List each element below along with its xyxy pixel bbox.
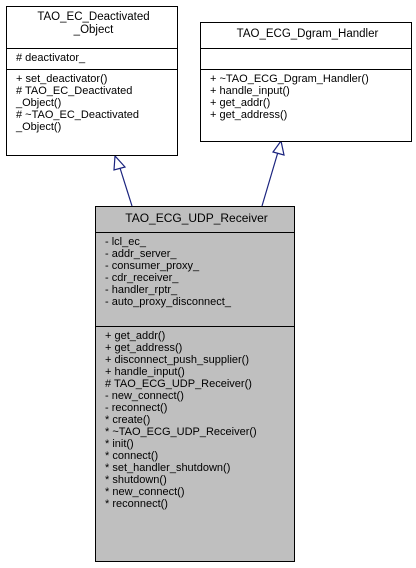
class-name-compartment: TAO_ECG_Dgram_Handler [201, 23, 411, 49]
attribute-item: - auto_proxy_disconnect_ [105, 296, 231, 308]
class-title-line-2: _Object [73, 24, 114, 36]
class-title: TAO_ECG_Dgram_Handler [236, 28, 379, 40]
method-item: - new_connect() [105, 390, 184, 402]
methods-compartment: + get_addr() + get_address() + disconnec… [96, 327, 294, 513]
method-item: + ~TAO_ECG_Dgram_Handler() [210, 73, 369, 85]
method-item: * set_handler_shutdown() [105, 462, 231, 474]
attributes-compartment [201, 49, 411, 70]
class-title-line-1: TAO_EC_Deactivated [37, 11, 150, 23]
attributes-compartment: # deactivator_ [7, 49, 177, 70]
method-item: * create() [105, 414, 151, 426]
method-item: _Object() [16, 121, 62, 133]
method-item: + disconnect_push_supplier() [105, 354, 250, 366]
method-item: + handle_input() [210, 85, 290, 97]
attribute-item: # deactivator_ [16, 52, 86, 64]
method-item: * new_connect() [105, 486, 185, 498]
method-item: * ~TAO_ECG_UDP_Receiver() [105, 426, 257, 438]
method-item: + set_deactivator() [16, 73, 108, 85]
method-item: - reconnect() [105, 402, 168, 414]
methods-compartment: + set_deactivator() # TAO_EC_Deactivated… [7, 70, 177, 136]
method-item: * init() [105, 438, 134, 450]
method-item: * connect() [105, 450, 159, 462]
method-item: * reconnect() [105, 498, 168, 510]
attribute-item: - consumer_proxy_ [105, 260, 200, 272]
method-item: # TAO_EC_Deactivated [16, 85, 133, 97]
inheritance-arrow-left [113, 154, 127, 171]
attribute-item: - cdr_receiver_ [105, 272, 179, 284]
attributes-compartment: - lcl_ec_ - addr_server_ - consumer_prox… [96, 233, 294, 327]
class-name-compartment: TAO_EC_Deactivated _Object [7, 7, 177, 49]
class-box-tao-ec-deactivated-object: TAO_EC_Deactivated _Object # deactivator… [6, 6, 178, 156]
class-box-tao-ecg-dgram-handler: TAO_ECG_Dgram_Handler + ~TAO_ECG_Dgram_H… [200, 22, 412, 142]
method-item: # ~TAO_EC_Deactivated [16, 109, 139, 121]
inheritance-line-right [261, 151, 279, 207]
class-name-compartment: TAO_ECG_UDP_Receiver [96, 207, 294, 233]
inheritance-arrow-right [272, 139, 285, 156]
methods-compartment: + ~TAO_ECG_Dgram_Handler() + handle_inpu… [201, 70, 411, 124]
class-title: TAO_ECG_UDP_Receiver [125, 211, 268, 225]
attribute-item: - lcl_ec_ [105, 236, 146, 248]
method-item: # TAO_ECG_UDP_Receiver() [105, 378, 252, 390]
method-item: + get_address() [105, 342, 183, 354]
method-item: + handle_input() [105, 366, 185, 378]
attribute-item: - addr_server_ [105, 248, 177, 260]
method-item: + get_address() [210, 109, 288, 121]
method-item: * shutdown() [105, 474, 167, 486]
attribute-item: - handler_rptr_ [105, 284, 178, 296]
inheritance-line-left [119, 167, 133, 207]
method-item: + get_addr() [210, 97, 271, 109]
method-item: + get_addr() [105, 330, 166, 342]
class-box-tao-ecg-udp-receiver: TAO_ECG_UDP_Receiver - lcl_ec_ - addr_se… [95, 206, 295, 562]
method-item: _Object() [16, 97, 62, 109]
